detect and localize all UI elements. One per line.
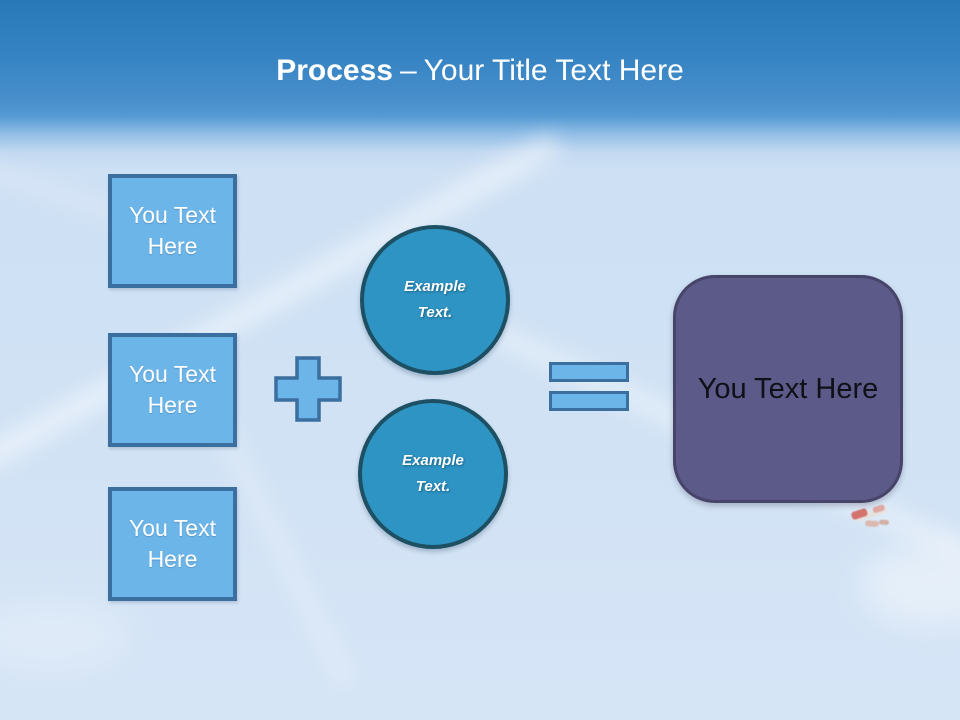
title-keyword: Process: [276, 54, 393, 87]
slide-header: Process–Your Title Text Here: [0, 0, 960, 89]
title-text: Your Title Text Here: [423, 54, 684, 87]
plus-icon[interactable]: [274, 356, 342, 422]
slide-title[interactable]: Process–Your Title Text Here: [0, 53, 960, 89]
example-circle-label: Example Text.: [404, 278, 466, 321]
cloud-patch: [860, 545, 960, 625]
input-box-label: You Text Here: [129, 361, 216, 418]
input-box-label: You Text Here: [129, 202, 216, 259]
input-box-2[interactable]: You Text Here: [108, 333, 237, 447]
cloud-patch: [0, 600, 130, 670]
result-box[interactable]: You Text Here: [673, 275, 903, 503]
equals-bar-top: [549, 362, 629, 382]
example-circle-1[interactable]: Example Text.: [360, 225, 510, 375]
example-circle-label: Example Text.: [402, 452, 464, 495]
background-plane: [851, 504, 889, 527]
equals-icon[interactable]: [549, 362, 629, 411]
input-box-1[interactable]: You Text Here: [108, 174, 237, 288]
result-box-label: You Text Here: [697, 372, 879, 405]
example-circle-2[interactable]: Example Text.: [358, 399, 508, 549]
input-box-3[interactable]: You Text Here: [108, 487, 237, 601]
input-box-label: You Text Here: [129, 515, 216, 572]
title-separator: –: [399, 54, 417, 87]
equals-bar-bottom: [549, 391, 629, 411]
